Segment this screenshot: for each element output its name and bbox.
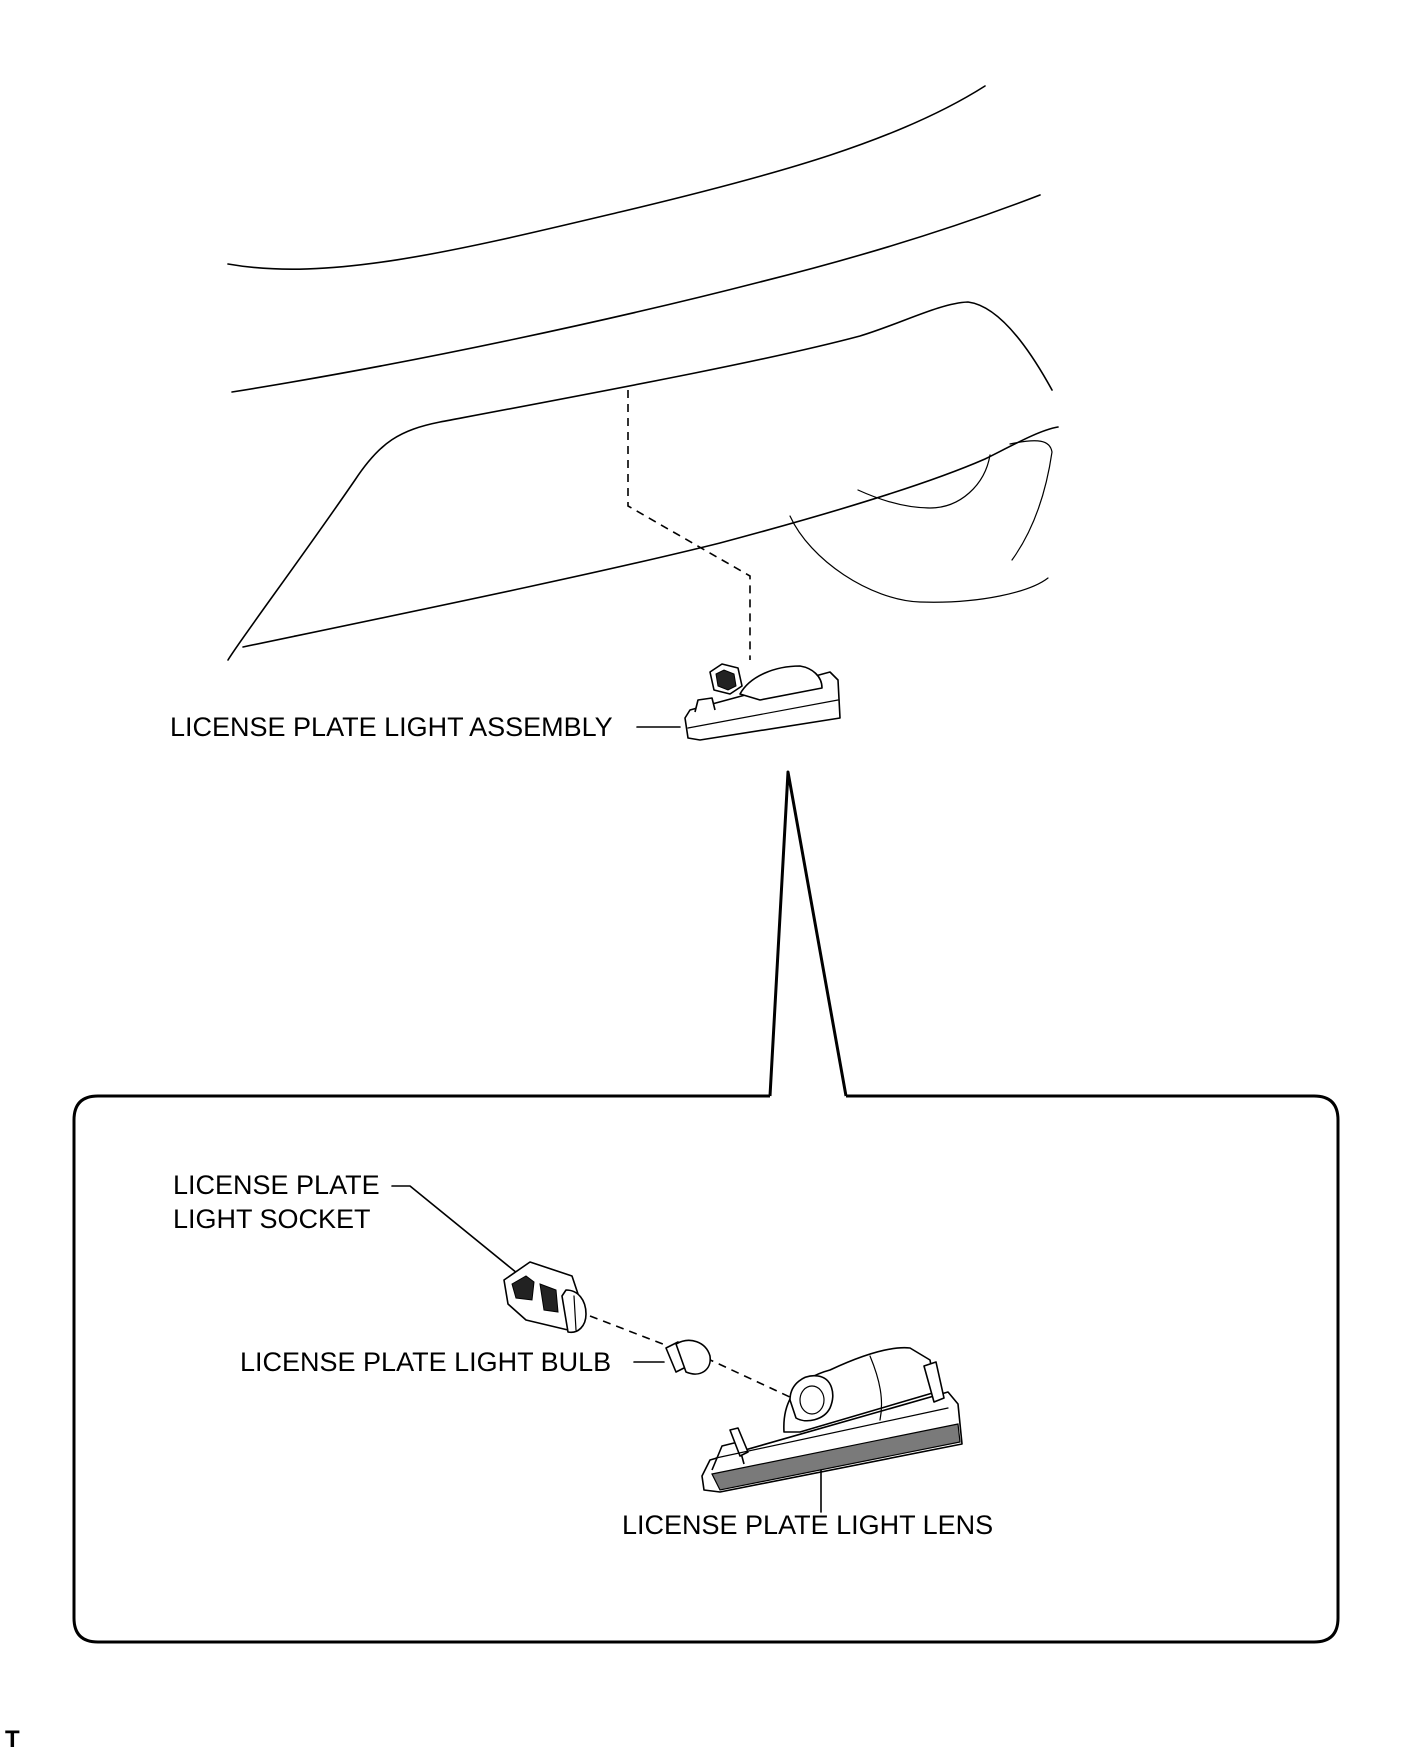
- wedge-bulb-icon: [665, 1339, 711, 1375]
- assembly-label: LICENSE PLATE LIGHT ASSEMBLY: [170, 712, 613, 742]
- socket-label: LICENSE PLATE LIGHT SOCKET: [173, 1170, 380, 1234]
- license-plate-light-assembly-icon: [684, 663, 841, 741]
- light-socket-icon: [503, 1261, 587, 1334]
- assembly-path-dashed: [589, 1315, 793, 1399]
- installation-leader-dashed: [627, 390, 751, 660]
- bulb-label: LICENSE PLATE LIGHT BULB: [240, 1347, 612, 1377]
- detail-callout-pointer: [768, 770, 848, 1097]
- rear-bumper-outline: [227, 85, 1059, 661]
- socket-leader: [391, 1185, 529, 1283]
- detail-callout-box: [72, 1094, 1340, 1644]
- lens-label: LICENSE PLATE LIGHT LENS: [622, 1510, 994, 1540]
- light-lens-housing-icon: [701, 1346, 963, 1493]
- corner-code: T: [5, 1726, 20, 1753]
